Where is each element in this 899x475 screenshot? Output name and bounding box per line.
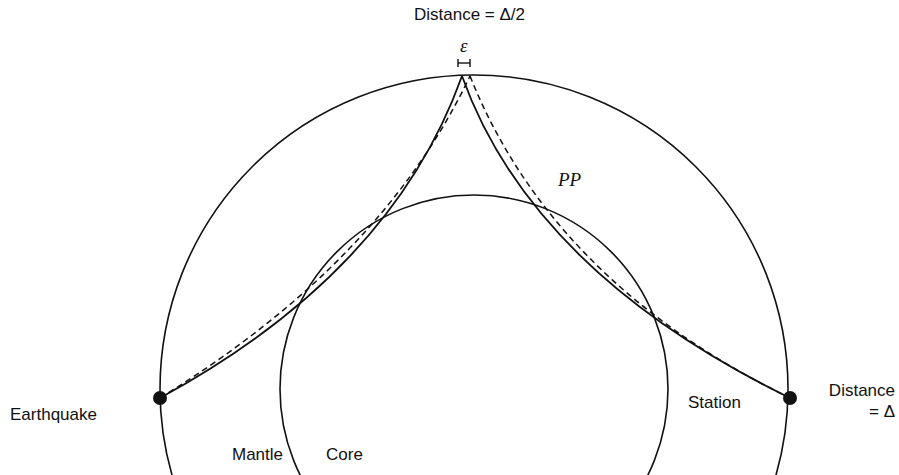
midpoint-distance-label: Distance = Δ/2 bbox=[414, 4, 525, 25]
perturbed-ray-path bbox=[160, 76, 470, 398]
perturbed-ray-path bbox=[470, 76, 790, 398]
station-label: Station bbox=[688, 392, 741, 413]
epsilon-bracket bbox=[458, 59, 470, 67]
station-dot bbox=[783, 391, 797, 405]
earth-surface bbox=[160, 75, 788, 475]
source-label: Earthquake bbox=[10, 404, 97, 425]
mantle-label: Mantle bbox=[232, 444, 283, 465]
core-label: Core bbox=[326, 444, 363, 465]
phase-name: PP bbox=[558, 168, 581, 192]
ray-path bbox=[160, 76, 462, 398]
ray-path bbox=[462, 76, 790, 398]
epsilon-symbol: ε bbox=[460, 34, 468, 58]
station-distance-label: Distance = Δ bbox=[815, 380, 895, 423]
core-boundary bbox=[280, 195, 668, 475]
earthquake-dot bbox=[153, 391, 167, 405]
